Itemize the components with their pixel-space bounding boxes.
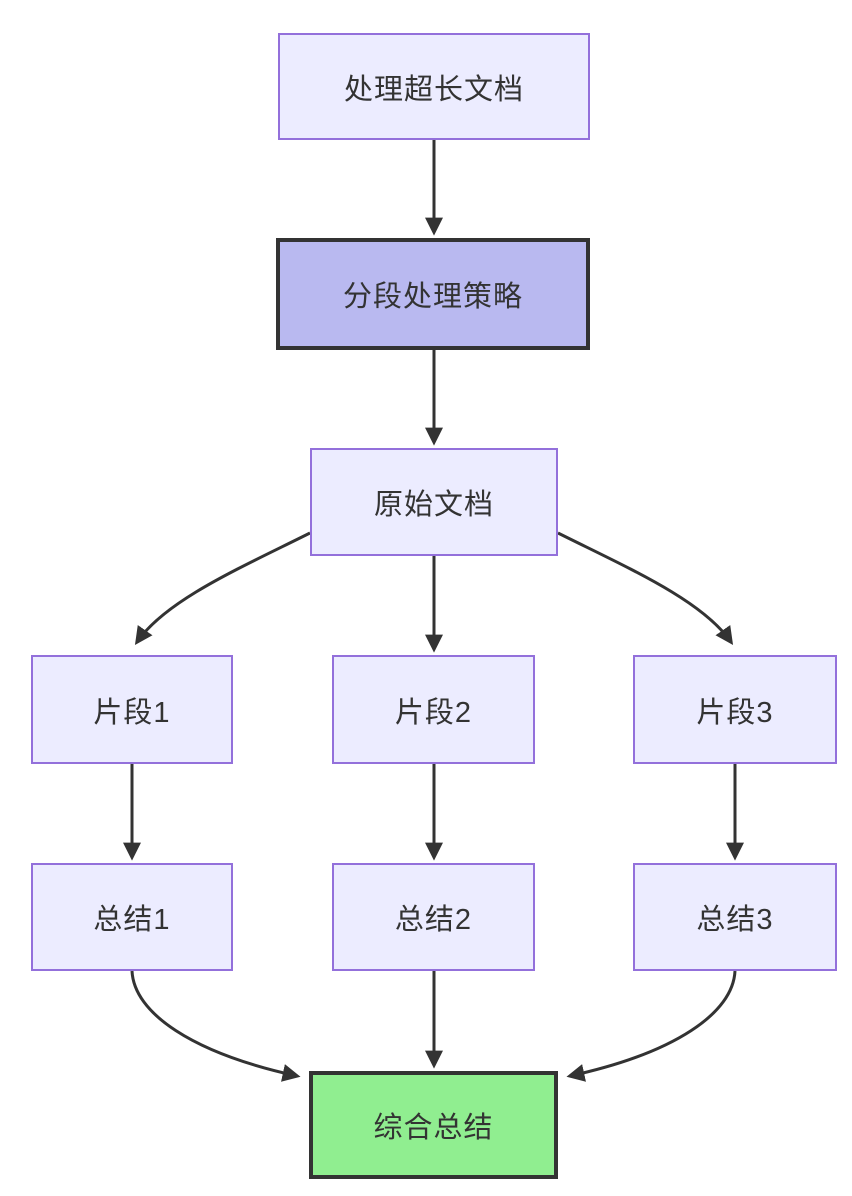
node-summary-1: 总结1	[31, 863, 233, 971]
edge-e1-f	[130, 970, 301, 1082]
node-fragment-3-label: 片段3	[696, 696, 774, 729]
node-process-long-doc-label: 处理超长文档	[343, 73, 524, 106]
node-segment-strategy: 分段处理策略	[276, 238, 590, 350]
node-summary-1-label: 总结1	[93, 904, 171, 936]
node-summary-2: 总结2	[332, 863, 535, 971]
node-process-long-doc: 处理超长文档	[278, 33, 590, 140]
node-final-summary-label: 综合总结	[373, 1112, 494, 1144]
node-summary-3: 总结3	[633, 863, 837, 971]
node-fragment-2-label: 片段2	[394, 696, 473, 729]
node-fragment-1: 片段1	[31, 655, 233, 764]
node-fragment-1-label: 片段1	[93, 696, 171, 729]
node-segment-strategy-label: 分段处理策略	[342, 281, 523, 313]
node-summary-3-label: 总结3	[696, 904, 774, 936]
edge-c-d3	[557, 531, 734, 645]
edge-e3-f	[566, 970, 737, 1082]
node-fragment-3: 片段3	[633, 655, 837, 764]
node-final-summary: 综合总结	[309, 1071, 558, 1179]
edge-c-d1	[134, 531, 311, 645]
node-fragment-2: 片段2	[332, 655, 535, 764]
node-summary-2-label: 总结2	[394, 904, 473, 936]
node-original-doc-label: 原始文档	[373, 489, 494, 521]
node-original-doc: 原始文档	[310, 448, 558, 556]
